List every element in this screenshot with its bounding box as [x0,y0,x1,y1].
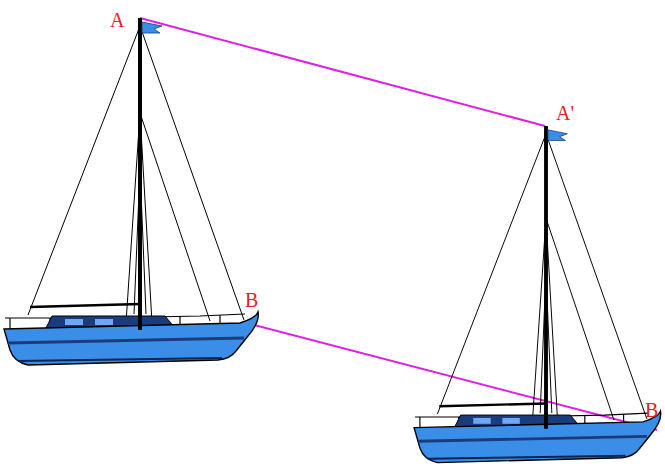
track-line [254,325,657,430]
point-label: B [245,290,258,310]
point-label: A [110,10,124,30]
point-label: A' [556,103,574,123]
point-label: B [645,400,658,420]
track-line [140,18,545,126]
